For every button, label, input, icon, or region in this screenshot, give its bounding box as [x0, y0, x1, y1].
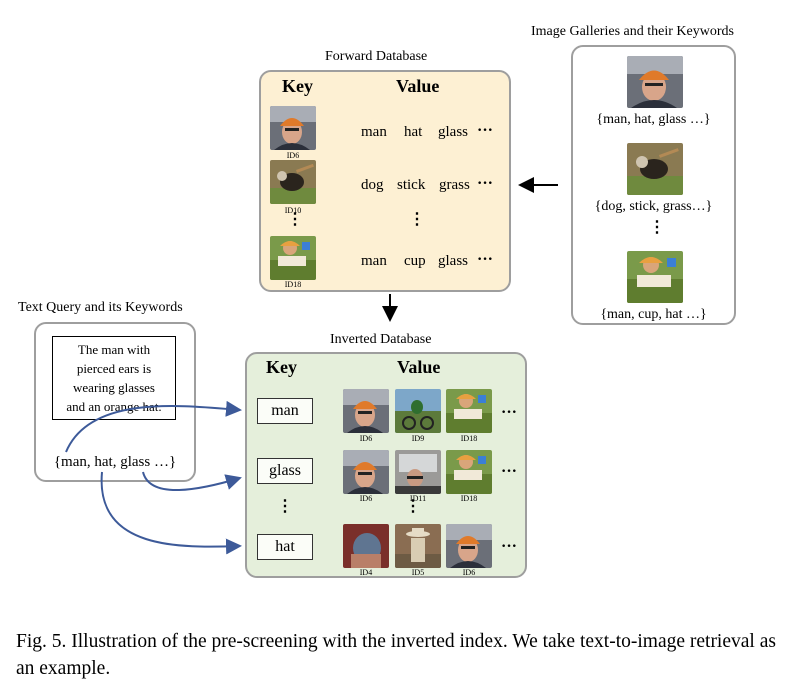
text-query-heading: Text Query and its Keywords: [18, 300, 183, 315]
thumb-man-cup: [446, 389, 492, 433]
query-text-line: and an orange hat.: [66, 399, 162, 414]
thumb-cowboy: [395, 524, 441, 568]
query-text-line: pierced ears is: [76, 361, 152, 376]
query-text-line: wearing glasses: [73, 380, 155, 395]
forward-word: cup: [404, 253, 426, 269]
thumb-man-hat: [270, 106, 316, 150]
inverted-id-label: ID18: [460, 434, 478, 443]
forward-word: dog: [361, 177, 384, 193]
vertical-dots: ⋮: [287, 211, 303, 228]
thumb-cyclist: [395, 389, 441, 433]
forward-key-header: Key: [282, 76, 313, 96]
ellipsis: ···: [501, 404, 518, 421]
arrow-hat: [100, 471, 242, 555]
thumb-man-hat: [446, 524, 492, 568]
inverted-id-label: ID18: [460, 494, 478, 503]
inverted-key-hat: hat: [257, 534, 313, 560]
forward-word: glass: [438, 253, 468, 269]
forward-word: grass: [439, 177, 470, 193]
forward-value-header: Value: [396, 76, 440, 96]
inverted-id-label: ID11: [409, 494, 427, 503]
text-query-panel: The man with pierced ears is wearing gla…: [34, 322, 196, 482]
forward-to-inverted-arrow: [382, 294, 398, 322]
gallery-keyword-set: {dog, stick, grass…}: [594, 199, 713, 214]
forward-word: man: [361, 253, 387, 269]
forward-db-heading: Forward Database: [325, 49, 428, 64]
vertical-dots: ⋮: [277, 498, 293, 515]
inverted-key-header: Key: [266, 357, 297, 377]
forward-word: glass: [438, 124, 468, 140]
figure-caption: Fig. 5. Illustration of the pre-screenin…: [16, 631, 776, 679]
gallery-thumb-dog-stick: [627, 143, 683, 195]
vertical-dots: ⋮: [405, 498, 421, 515]
forward-id-label: ID6: [286, 151, 300, 160]
query-text-line: The man with: [77, 342, 151, 357]
thumb-car-interior: [395, 450, 441, 494]
forward-word: man: [361, 124, 387, 140]
thumb-dog-stick: [270, 160, 316, 204]
thumb-man-cup: [446, 450, 492, 494]
forward-word: hat: [404, 124, 423, 140]
galleries-heading: Image Galleries and their Keywords: [531, 24, 734, 39]
image-galleries-panel: {man, hat, glass …} {dog, stick, grass…}…: [571, 45, 736, 325]
inverted-id-label: ID9: [411, 434, 425, 443]
ellipsis: ···: [477, 122, 494, 139]
gallery-keyword-set: {man, cup, hat …}: [600, 307, 707, 322]
inverted-db-heading: Inverted Database: [330, 332, 432, 347]
thumb-man-cup: [270, 236, 316, 280]
query-keywords: {man, hat, glass …}: [53, 454, 177, 470]
thumb-beanie: [343, 524, 389, 568]
inverted-key-glass: glass: [257, 458, 313, 484]
ellipsis: ···: [501, 463, 518, 480]
gallery-to-forward-arrow: [518, 177, 558, 193]
gallery-thumb-man-cup: [627, 251, 683, 303]
inverted-id-label: ID6: [359, 494, 373, 503]
ellipsis: ···: [477, 175, 494, 192]
inverted-id-label: ID5: [411, 568, 425, 577]
gallery-thumb-man-hat: [627, 56, 683, 108]
inverted-value-header: Value: [397, 357, 441, 377]
query-text-box: The man with pierced ears is wearing gla…: [52, 336, 176, 420]
inverted-key-man: man: [257, 398, 313, 424]
vertical-dots: ⋮: [409, 211, 425, 228]
thumb-man-hat: [343, 450, 389, 494]
inverted-id-label: ID4: [359, 568, 373, 577]
forward-id-label: ID18: [284, 280, 302, 289]
inverted-id-label: ID6: [359, 434, 373, 443]
ellipsis: ···: [477, 251, 494, 268]
thumb-man-hat: [343, 389, 389, 433]
inverted-database-panel: Key Value man ID6 ID9 ID18 ··· glass ID6…: [245, 352, 527, 578]
ellipsis: ···: [501, 538, 518, 555]
gallery-keyword-set: {man, hat, glass …}: [596, 112, 711, 127]
forward-id-label: ID10: [284, 206, 302, 215]
vertical-dots: ⋮: [649, 219, 665, 236]
inverted-id-label: ID6: [462, 568, 476, 577]
forward-database-panel: Key Value ID6 man hat glass ··· ID10 dog…: [259, 70, 511, 292]
forward-word: stick: [397, 177, 426, 193]
